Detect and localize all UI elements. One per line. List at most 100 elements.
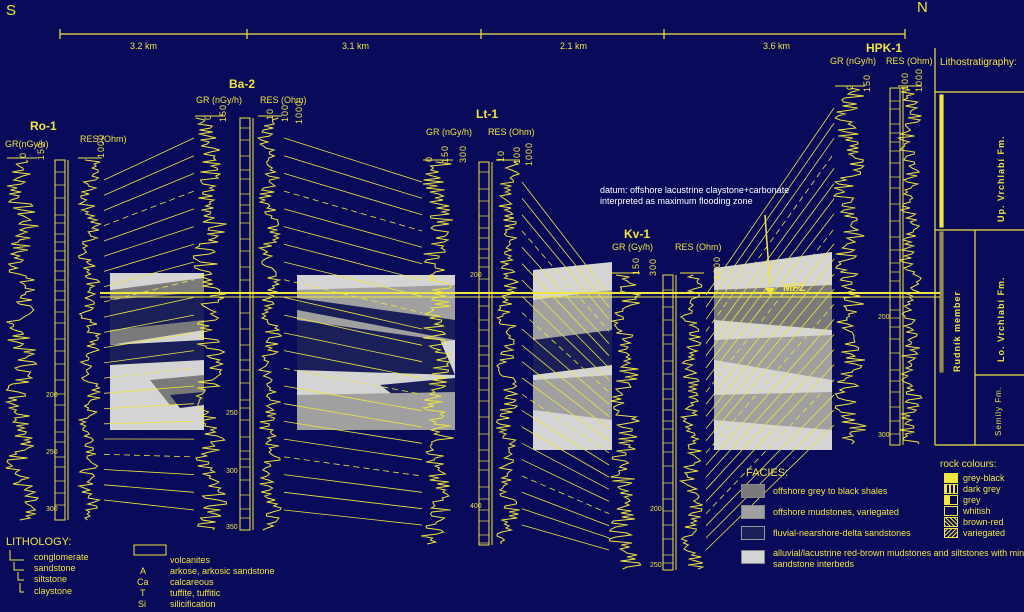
facies-item-mudstones: offshore mudstones, variegated bbox=[741, 505, 899, 519]
res-curve-ro1 bbox=[77, 159, 103, 521]
rock-swatch-grey-black bbox=[944, 473, 958, 483]
res-scale-hpk1-100: 100 bbox=[900, 71, 910, 90]
lith-symbol-si: Si bbox=[138, 599, 147, 609]
lith-column-ro1 bbox=[54, 159, 66, 521]
correlation-line-3-16 bbox=[705, 349, 835, 490]
res-curve-kv1 bbox=[678, 274, 705, 570]
correlation-line-3-12 bbox=[705, 288, 835, 441]
gr-scale-ro1-150: 150 bbox=[36, 141, 46, 160]
res-scale-hpk1-1000: 1000 bbox=[914, 67, 924, 92]
correlation-line-1-7 bbox=[283, 261, 423, 297]
gr-scale-ba2-0: 0 bbox=[203, 113, 213, 120]
facies-label-sandstones: fluvial-nearshore-delta sandstones bbox=[773, 528, 911, 538]
correlation-line-1-20 bbox=[283, 491, 423, 510]
correlation-line-1-11 bbox=[283, 332, 423, 363]
depth-kv1-200: 200 bbox=[650, 506, 662, 513]
facies-label-alluvial: alluvial/lacustrine red-brown mudstones … bbox=[773, 548, 1024, 569]
rock-colour-whitish: whitish bbox=[944, 506, 991, 516]
well-name-kv1: Kv-1 bbox=[624, 227, 651, 241]
depth-ro1-300: 300 bbox=[46, 506, 58, 513]
correlation-line-1-0 bbox=[283, 137, 423, 183]
correlation-line-2-13 bbox=[521, 393, 610, 454]
lithology-symbols bbox=[9, 544, 167, 593]
depth-ba2-300: 300 bbox=[226, 468, 238, 475]
rock-label-grey-black: grey-black bbox=[963, 473, 1005, 483]
rock-colour-grey-black: grey-black bbox=[944, 473, 1005, 483]
res-label-ba2: RES (Ohm) bbox=[260, 95, 307, 105]
correlation-line-0-15 bbox=[103, 403, 195, 409]
lith-symbol-t: T bbox=[140, 588, 146, 598]
facies-label-shales: offshore grey to black shales bbox=[773, 486, 888, 496]
correlation-line-0-14 bbox=[103, 385, 195, 394]
gr-label-kv1: GR (Gy/h) bbox=[612, 242, 654, 252]
unit-rudnik-member: Rudník member bbox=[952, 290, 962, 372]
correlation-line-2-14 bbox=[521, 410, 610, 466]
facies-panel-ba2-lt1 bbox=[297, 275, 455, 430]
distance-label-1: 3.2 km bbox=[130, 41, 158, 51]
correlation-line-1-16 bbox=[283, 421, 423, 444]
distance-label-4: 3.6 km bbox=[763, 41, 791, 51]
gr-scale-kv1-300: 300 bbox=[648, 257, 658, 276]
lith-symbol-a: A bbox=[140, 566, 147, 576]
gr-scale-kv1-150: 150 bbox=[631, 256, 641, 275]
datum-note: datum: offshore lacustrine claystone+car… bbox=[600, 185, 790, 206]
correlation-line-0-5 bbox=[103, 226, 195, 257]
correlation-line-0-13 bbox=[103, 367, 195, 379]
correlation-line-2-10 bbox=[521, 344, 610, 417]
rock-colour-grey: grey bbox=[944, 495, 981, 505]
correlation-line-0-8 bbox=[103, 279, 195, 303]
correlation-line-2-7 bbox=[521, 296, 610, 381]
res-scale-kv1-1000: 1000 bbox=[712, 255, 722, 280]
correlation-line-0-0 bbox=[103, 137, 195, 181]
res-scale-ro1-1000: 1000 bbox=[96, 133, 106, 158]
lith-silicification: silicification bbox=[170, 599, 216, 609]
correlation-line-1-9 bbox=[283, 297, 423, 330]
mfz-label: MFZ bbox=[783, 282, 806, 294]
lith-column-ba2 bbox=[239, 117, 251, 531]
res-scale-lt1-1000: 1000 bbox=[524, 141, 534, 166]
res-scale-ba2-1000: 1000 bbox=[294, 99, 304, 124]
correlation-line-1-3 bbox=[283, 190, 423, 232]
correlation-line-1-17 bbox=[283, 438, 423, 461]
distance-label-2: 3.1 km bbox=[342, 41, 370, 51]
correlation-line-1-10 bbox=[283, 314, 423, 346]
rock-colour-variegated: variegated bbox=[944, 528, 1005, 538]
well-name-ba2: Ba-2 bbox=[229, 77, 256, 91]
correlation-line-2-1 bbox=[521, 198, 610, 308]
correlation-line-1-2 bbox=[283, 173, 423, 216]
correlation-line-3-20 bbox=[705, 409, 835, 539]
north-label: N bbox=[917, 0, 928, 16]
lithology-title: LITHOLOGY: bbox=[6, 536, 72, 548]
correlation-line-1-8 bbox=[283, 279, 423, 314]
gr-scale-lt1-0: 0 bbox=[424, 155, 434, 162]
rock-swatch-brown-red bbox=[944, 517, 958, 527]
gr-scale-hpk1-150: 150 bbox=[862, 73, 872, 92]
south-label: S bbox=[6, 2, 17, 19]
lith-volcanites: volcanites bbox=[170, 555, 211, 565]
facies-item-sandstones: fluvial-nearshore-delta sandstones bbox=[741, 526, 911, 540]
correlation-line-3-19 bbox=[705, 394, 835, 526]
correlation-line-3-8 bbox=[705, 228, 835, 393]
lith-column-kv1 bbox=[662, 274, 674, 571]
correlation-line-1-18 bbox=[283, 456, 423, 477]
well-name-hpk1: HPK-1 bbox=[866, 41, 903, 55]
correlation-line-1-15 bbox=[283, 403, 423, 428]
res-label-kv1: RES (Ohm) bbox=[675, 242, 722, 252]
depth-ba2-250: 250 bbox=[226, 410, 238, 417]
correlation-line-3-9 bbox=[705, 243, 835, 405]
correlation-line-3-10 bbox=[705, 258, 835, 417]
correlation-line-1-4 bbox=[283, 208, 423, 248]
correlation-line-2-17 bbox=[521, 459, 610, 502]
facies-swatch-alluvial bbox=[741, 550, 765, 564]
rock-colour-brown-red: brown-red bbox=[944, 517, 1004, 527]
correlation-line-3-15 bbox=[705, 334, 835, 478]
well-name-ro1: Ro-1 bbox=[30, 119, 57, 133]
rock-label-variegated: variegated bbox=[963, 528, 1006, 538]
rock-colours-title: rock colours: bbox=[940, 459, 997, 470]
correlation-line-3-0 bbox=[705, 107, 835, 296]
depth-kv1-250: 250 bbox=[650, 562, 662, 569]
lith-column-lt1 bbox=[478, 161, 490, 546]
gr-label-ro1: GR(nGy/h) bbox=[5, 139, 49, 149]
correlation-line-1-13 bbox=[283, 367, 423, 395]
correlation-line-0-4 bbox=[103, 208, 195, 242]
